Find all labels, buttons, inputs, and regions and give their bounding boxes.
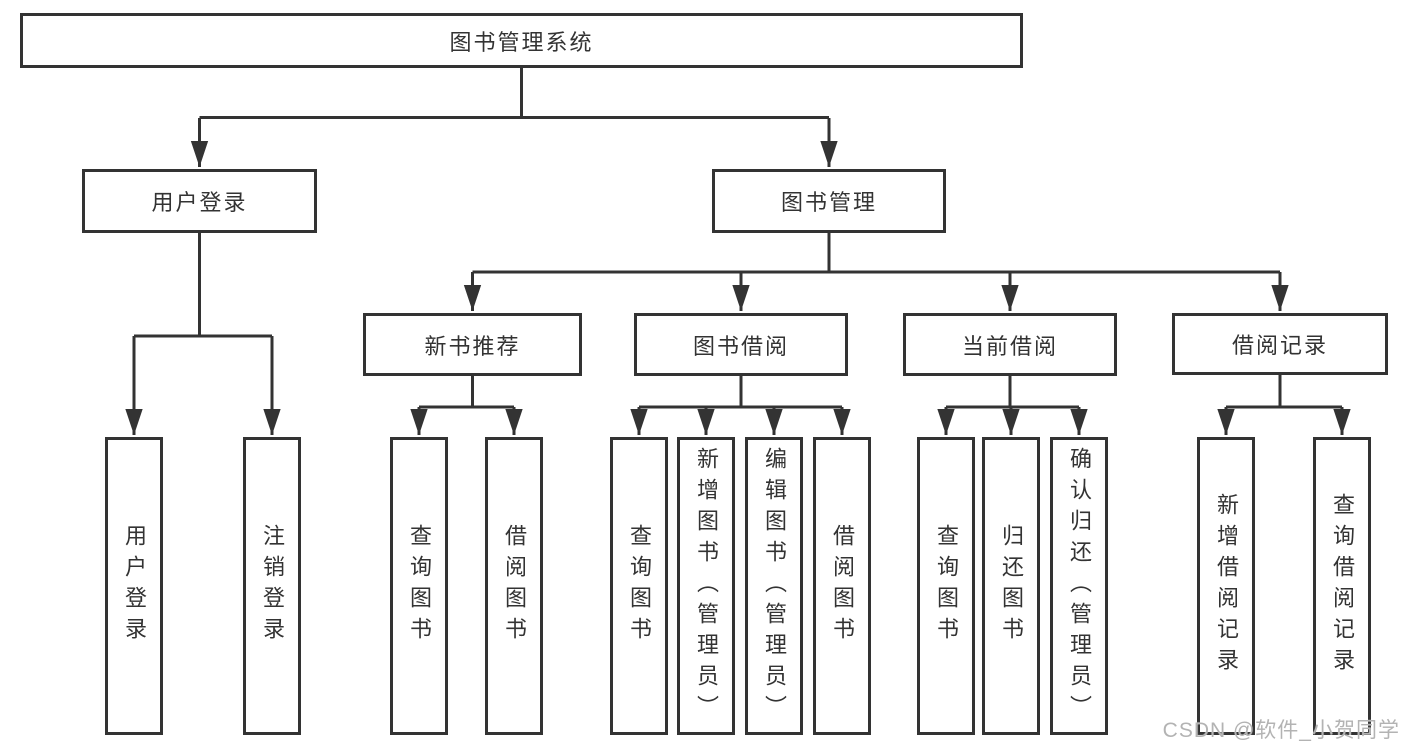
node-book-management-label: 图书管理 bbox=[780, 190, 877, 215]
leaf-query-books-1: 查询图书 bbox=[390, 437, 448, 735]
node-new-book-recommend: 新书推荐 bbox=[363, 313, 582, 376]
leaf-user-login-label: 用户登录 bbox=[122, 524, 147, 648]
leaf-query-books-1-label: 查询图书 bbox=[407, 524, 432, 648]
node-book-management: 图书管理 bbox=[712, 169, 946, 233]
leaf-borrow-books-2-label: 借阅图书 bbox=[830, 524, 855, 648]
leaf-borrow-books-2: 借阅图书 bbox=[813, 437, 871, 735]
leaf-borrow-books-1: 借阅图书 bbox=[485, 437, 543, 735]
leaf-add-borrow-record-label: 新增借阅记录 bbox=[1214, 493, 1239, 679]
leaf-logout-label: 注销登录 bbox=[260, 524, 285, 648]
leaf-edit-book-admin: 编辑图书（管理员） bbox=[745, 437, 803, 735]
node-root-label: 图书管理系统 bbox=[449, 29, 594, 55]
leaf-edit-book-admin-label: 编辑图书（管理员） bbox=[762, 446, 787, 726]
leaf-confirm-return-admin: 确认归还（管理员） bbox=[1050, 437, 1108, 735]
node-book-borrowing-label: 图书借阅 bbox=[692, 333, 789, 359]
leaf-query-books-2: 查询图书 bbox=[610, 437, 668, 735]
leaf-return-book-label: 归还图书 bbox=[999, 524, 1024, 648]
csdn-watermark: CSDN @软件_小贺同学 bbox=[1162, 719, 1400, 742]
node-current-borrowing-label: 当前借阅 bbox=[961, 333, 1058, 359]
node-borrowing-records: 借阅记录 bbox=[1172, 313, 1388, 375]
node-user-login-label: 用户登录 bbox=[151, 190, 248, 215]
leaf-query-books-2-label: 查询图书 bbox=[627, 524, 652, 648]
leaf-logout: 注销登录 bbox=[243, 437, 301, 735]
leaf-query-books-3-label: 查询图书 bbox=[934, 524, 959, 648]
leaf-query-borrow-record: 查询借阅记录 bbox=[1313, 437, 1371, 735]
leaf-query-books-3: 查询图书 bbox=[917, 437, 975, 735]
connector-group bbox=[125, 68, 1351, 435]
leaf-user-login: 用户登录 bbox=[105, 437, 163, 735]
leaf-add-book-admin: 新增图书（管理员） bbox=[677, 437, 735, 735]
node-borrowing-records-label: 借阅记录 bbox=[1231, 333, 1328, 358]
leaf-return-book: 归还图书 bbox=[982, 437, 1040, 735]
leaf-borrow-books-1-label: 借阅图书 bbox=[502, 524, 527, 648]
leaf-add-book-admin-label: 新增图书（管理员） bbox=[694, 446, 719, 726]
node-user-login: 用户登录 bbox=[82, 169, 317, 233]
node-new-book-recommend-label: 新书推荐 bbox=[424, 333, 521, 359]
node-root: 图书管理系统 bbox=[20, 13, 1023, 68]
leaf-confirm-return-admin-label: 确认归还（管理员） bbox=[1067, 446, 1092, 726]
node-book-borrowing: 图书借阅 bbox=[634, 313, 848, 376]
node-current-borrowing: 当前借阅 bbox=[903, 313, 1117, 376]
leaf-query-borrow-record-label: 查询借阅记录 bbox=[1330, 493, 1355, 679]
leaf-add-borrow-record: 新增借阅记录 bbox=[1197, 437, 1255, 735]
